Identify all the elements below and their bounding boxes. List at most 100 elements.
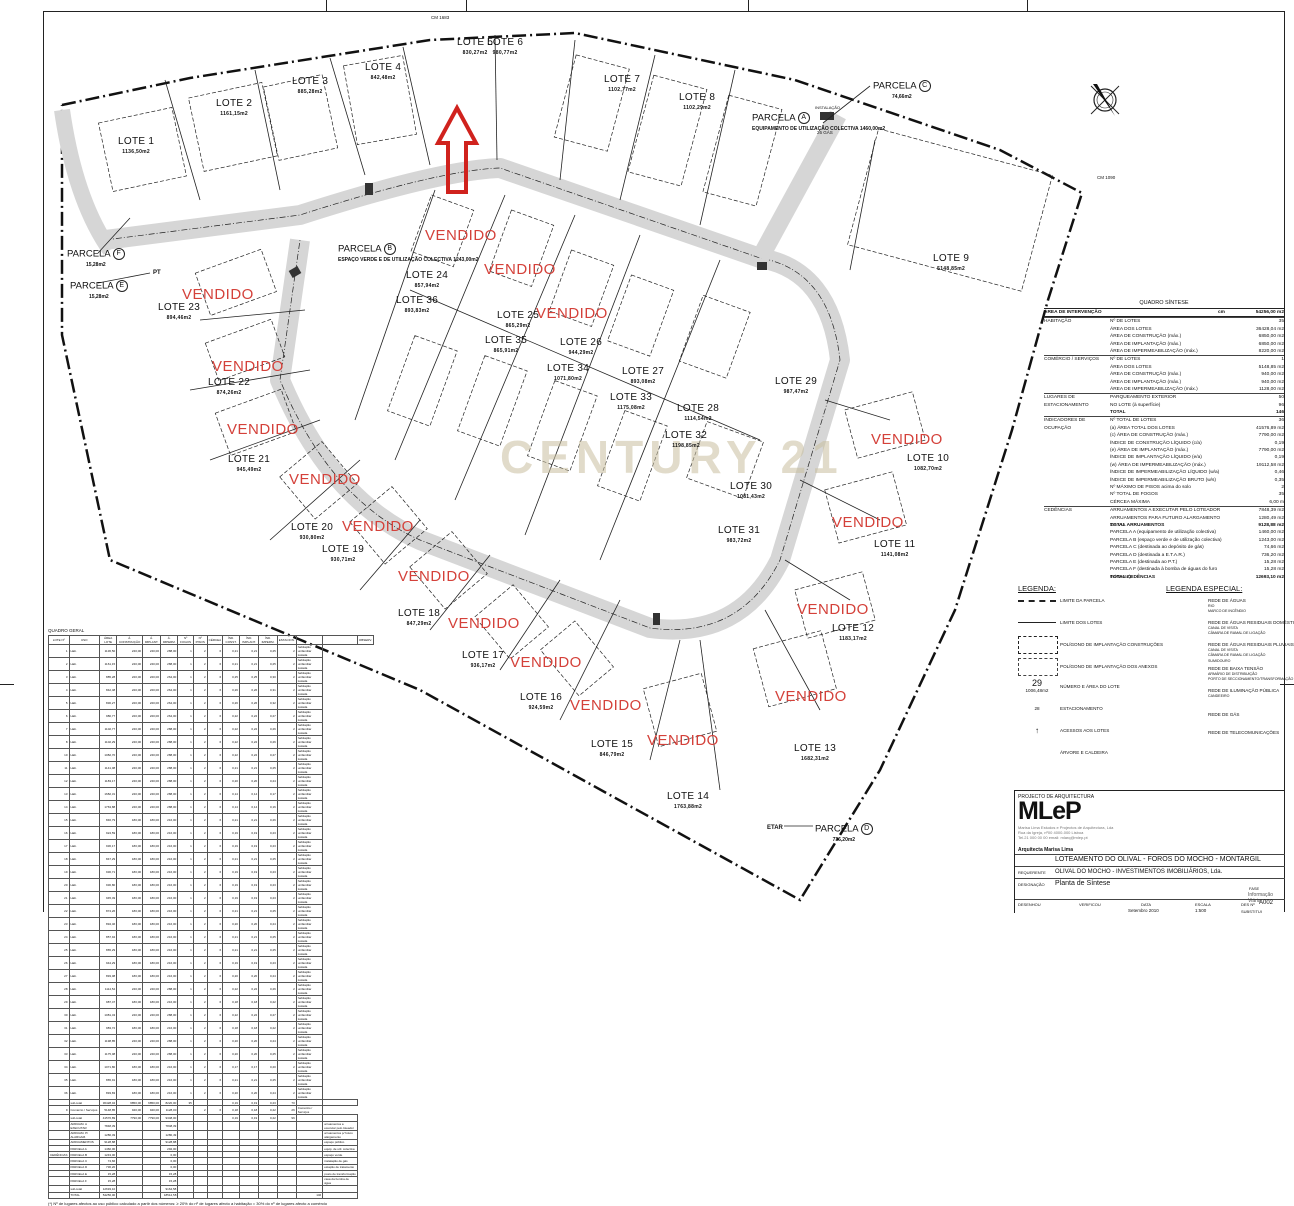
table-cell: 180,00 xyxy=(142,813,162,827)
lot-area: 983,72m2 xyxy=(726,538,752,544)
table-cell: 2 xyxy=(192,735,208,749)
lot-number: LOTE 26 xyxy=(560,337,603,348)
table-cell xyxy=(276,1176,297,1187)
lot-number: LOTE 27 xyxy=(622,366,665,377)
lot-number: LOTE 17 xyxy=(462,650,505,661)
table-cell: Hab. xyxy=(68,722,101,736)
table-cell: 240,00 xyxy=(142,1047,162,1061)
gas-installation-label: INSTALAÇÃO xyxy=(815,105,841,110)
table-cell: 6 xyxy=(206,995,224,1009)
lot-number: LOTE 25 xyxy=(497,310,540,321)
table-cell: 1 xyxy=(177,1073,194,1087)
table-cell: 18 xyxy=(48,852,70,866)
summary-category xyxy=(1044,477,1110,484)
table-cell xyxy=(238,1120,260,1131)
table-cell: 220,00 xyxy=(142,683,162,697)
parcel-letter-circle: D xyxy=(860,823,873,835)
lot-area: 5148,85m2 xyxy=(937,266,966,272)
table-cell: 180,00 xyxy=(142,839,162,853)
table-cell: 0,21 xyxy=(238,644,260,658)
table-cell: 2 xyxy=(276,696,297,710)
summary-value: 6,00 m xyxy=(1269,499,1284,505)
table-cell: 1 xyxy=(177,969,194,983)
table-cell: 240,00 xyxy=(116,761,144,775)
summary-category xyxy=(1044,432,1110,439)
table-cell: 6 xyxy=(206,865,224,879)
table-cell: 7848,39 xyxy=(99,1120,118,1131)
table-cell xyxy=(177,1120,194,1131)
table-cell: 0,32 xyxy=(258,696,278,710)
lot-area: 1071,80m2 xyxy=(554,376,583,382)
frame-tick xyxy=(326,0,327,11)
parcel-name: PARCELA xyxy=(67,248,111,260)
table-cell xyxy=(48,1120,70,1131)
table-cell: 180,00 xyxy=(142,1021,162,1035)
table-cell: 146 xyxy=(295,1191,324,1199)
summary-category xyxy=(1044,544,1110,551)
summary-item: (w) ÁREA DE IMPERMEABILIZAÇÃO (máx.) xyxy=(1110,462,1206,468)
table-cell: 2 xyxy=(192,696,208,710)
table-cell: 940,00 xyxy=(116,1105,144,1116)
table-cell: 1 xyxy=(177,1047,194,1061)
table-cell: habitação unifamiliar isolada xyxy=(295,800,324,814)
summary-value: 1460,00 m2 xyxy=(1258,530,1284,536)
summary-category xyxy=(1044,552,1110,559)
summary-category xyxy=(1044,386,1110,393)
special-legend-line: CÂMARA DE RAMAL DE LIGAÇÃO xyxy=(1208,631,1266,635)
table-cell: 0,22 xyxy=(222,982,240,996)
requerente: OLIVAL DO MOCHO - INVESTIMENTOS IMOBILIÁ… xyxy=(1055,869,1223,875)
table-cell: 180,00 xyxy=(116,917,144,931)
table-cell: 2 xyxy=(192,878,208,892)
summary-value: 7790,00 m2 xyxy=(1258,433,1284,439)
summary-category xyxy=(1044,454,1110,461)
table-cell: 0,19 xyxy=(238,891,260,905)
